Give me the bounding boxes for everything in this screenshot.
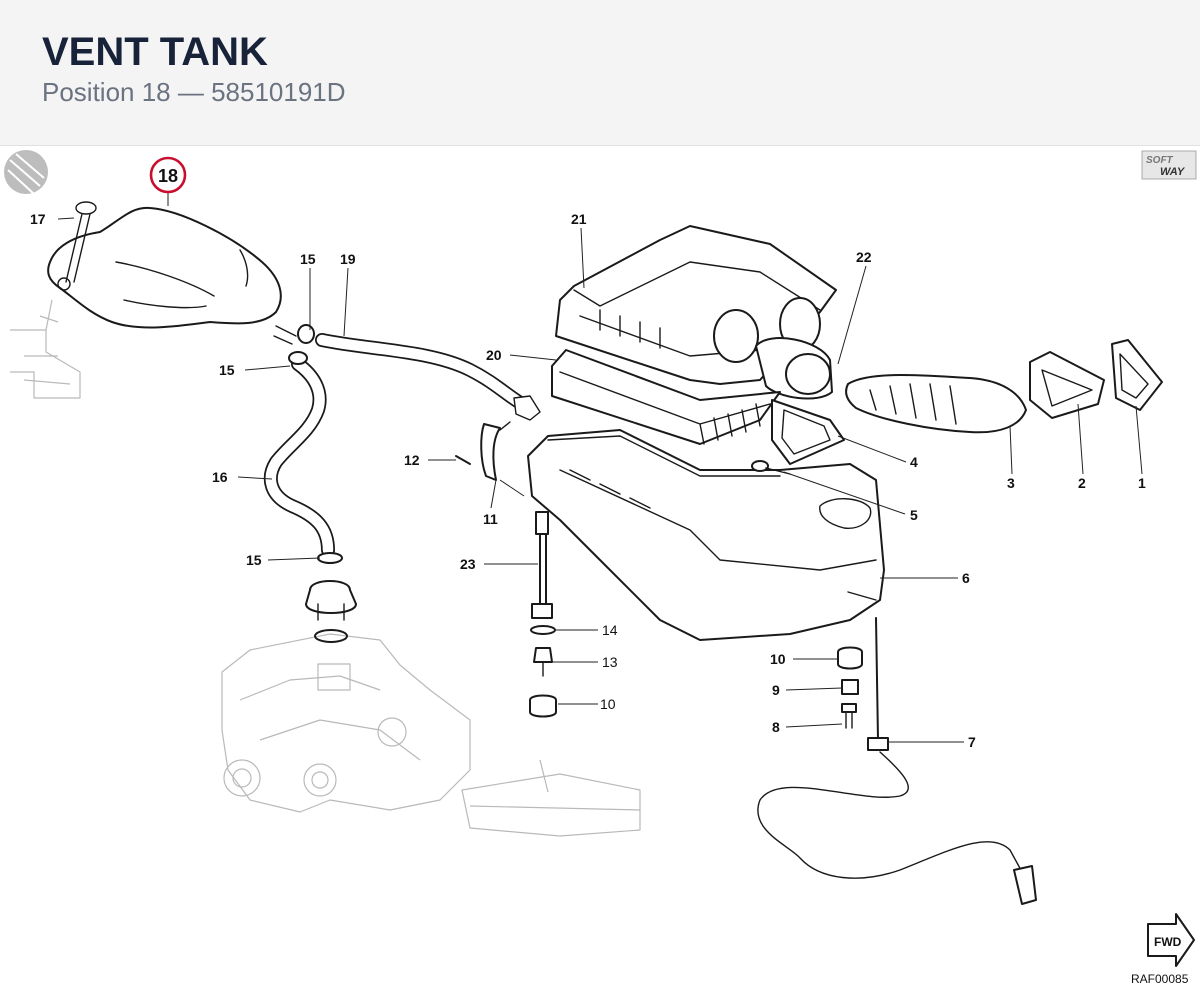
callout-10-lower[interactable]: 10 <box>600 696 616 712</box>
callout-17[interactable]: 17 <box>30 211 46 227</box>
spacer-13-part[interactable] <box>533 647 553 677</box>
corner-logo-icon <box>4 150 48 195</box>
fwd-label: FWD <box>1154 935 1182 949</box>
clamp-15-lower-part[interactable] <box>317 552 343 564</box>
bushing-9-part[interactable] <box>841 679 859 695</box>
gasket-4-part[interactable] <box>771 399 845 465</box>
callout-12[interactable]: 12 <box>404 452 420 468</box>
callout-4[interactable]: 4 <box>910 454 918 470</box>
washer-14-part[interactable] <box>530 625 556 635</box>
callout-18-label: 18 <box>158 166 178 186</box>
callout-7[interactable]: 7 <box>968 734 976 750</box>
callout-9[interactable]: 9 <box>772 682 780 698</box>
callout-19[interactable]: 19 <box>340 251 356 267</box>
adapter-plate-2-part[interactable] <box>1029 351 1105 419</box>
intake-duct-part[interactable] <box>845 374 1027 434</box>
screw-17-part[interactable] <box>65 201 97 283</box>
callout-8[interactable]: 8 <box>772 719 780 735</box>
screw-8-part[interactable] <box>841 703 857 729</box>
callout-15-upper[interactable]: 15 <box>300 251 316 267</box>
pin-12-part[interactable] <box>455 455 471 465</box>
callout-10-upper[interactable]: 10 <box>770 651 786 667</box>
callout-20[interactable]: 20 <box>486 347 502 363</box>
callout-2[interactable]: 2 <box>1078 475 1086 491</box>
intake-trumpet-part[interactable] <box>755 337 833 400</box>
stud-23-part[interactable] <box>531 511 553 619</box>
callout-16[interactable]: 16 <box>212 469 228 485</box>
fwd-arrow-icon: FWD <box>1147 913 1195 967</box>
gasket-1-part[interactable] <box>1111 339 1163 411</box>
callout-1[interactable]: 1 <box>1138 475 1146 491</box>
softway-logo-icon: SOFT WAY <box>1141 150 1197 180</box>
clip-11-part[interactable] <box>480 421 511 481</box>
callout-5[interactable]: 5 <box>910 507 918 523</box>
reference-code: RAF00085 <box>1131 972 1189 986</box>
drain-hose-7-part[interactable] <box>757 617 1037 905</box>
softway-logo-text: SOFT <box>1146 155 1174 166</box>
page-subtitle: Position 18 — 58510191D <box>42 77 346 107</box>
callout-23[interactable]: 23 <box>460 556 476 572</box>
callout-22[interactable]: 22 <box>856 249 872 265</box>
leader-lines <box>57 193 1143 743</box>
rubber-mount-10-lower-part[interactable] <box>529 694 557 718</box>
rubber-mount-10-upper-part[interactable] <box>837 646 863 670</box>
vent-tank-part[interactable] <box>47 206 282 329</box>
callout-3[interactable]: 3 <box>1007 475 1015 491</box>
callout-21[interactable]: 21 <box>571 211 587 227</box>
air-filter-part[interactable] <box>551 349 781 445</box>
clamp-15-upper-part[interactable] <box>273 324 315 345</box>
grommet-part[interactable] <box>305 580 357 643</box>
hose-16-part[interactable] <box>263 357 335 557</box>
header-bar: VENT TANK Position 18 — 58510191D <box>0 0 1200 146</box>
clamp-15-mid-part[interactable] <box>288 351 308 365</box>
engine-block-ghost <box>221 633 641 837</box>
callout-15-mid[interactable]: 15 <box>219 362 235 378</box>
callout-11[interactable]: 11 <box>483 511 498 527</box>
callout-14[interactable]: 14 <box>602 622 618 638</box>
callout-6[interactable]: 6 <box>962 570 970 586</box>
callout-15-lower[interactable]: 15 <box>246 552 262 568</box>
frame-ghost-left <box>10 299 81 399</box>
svg-text:WAY: WAY <box>1160 166 1186 178</box>
hose-19-part[interactable] <box>315 333 541 421</box>
page-title: VENT TANK <box>42 30 268 74</box>
callout-18-highlight[interactable]: 18 <box>149 156 187 194</box>
callout-13[interactable]: 13 <box>602 654 618 670</box>
airbox-base-part[interactable] <box>527 429 885 641</box>
